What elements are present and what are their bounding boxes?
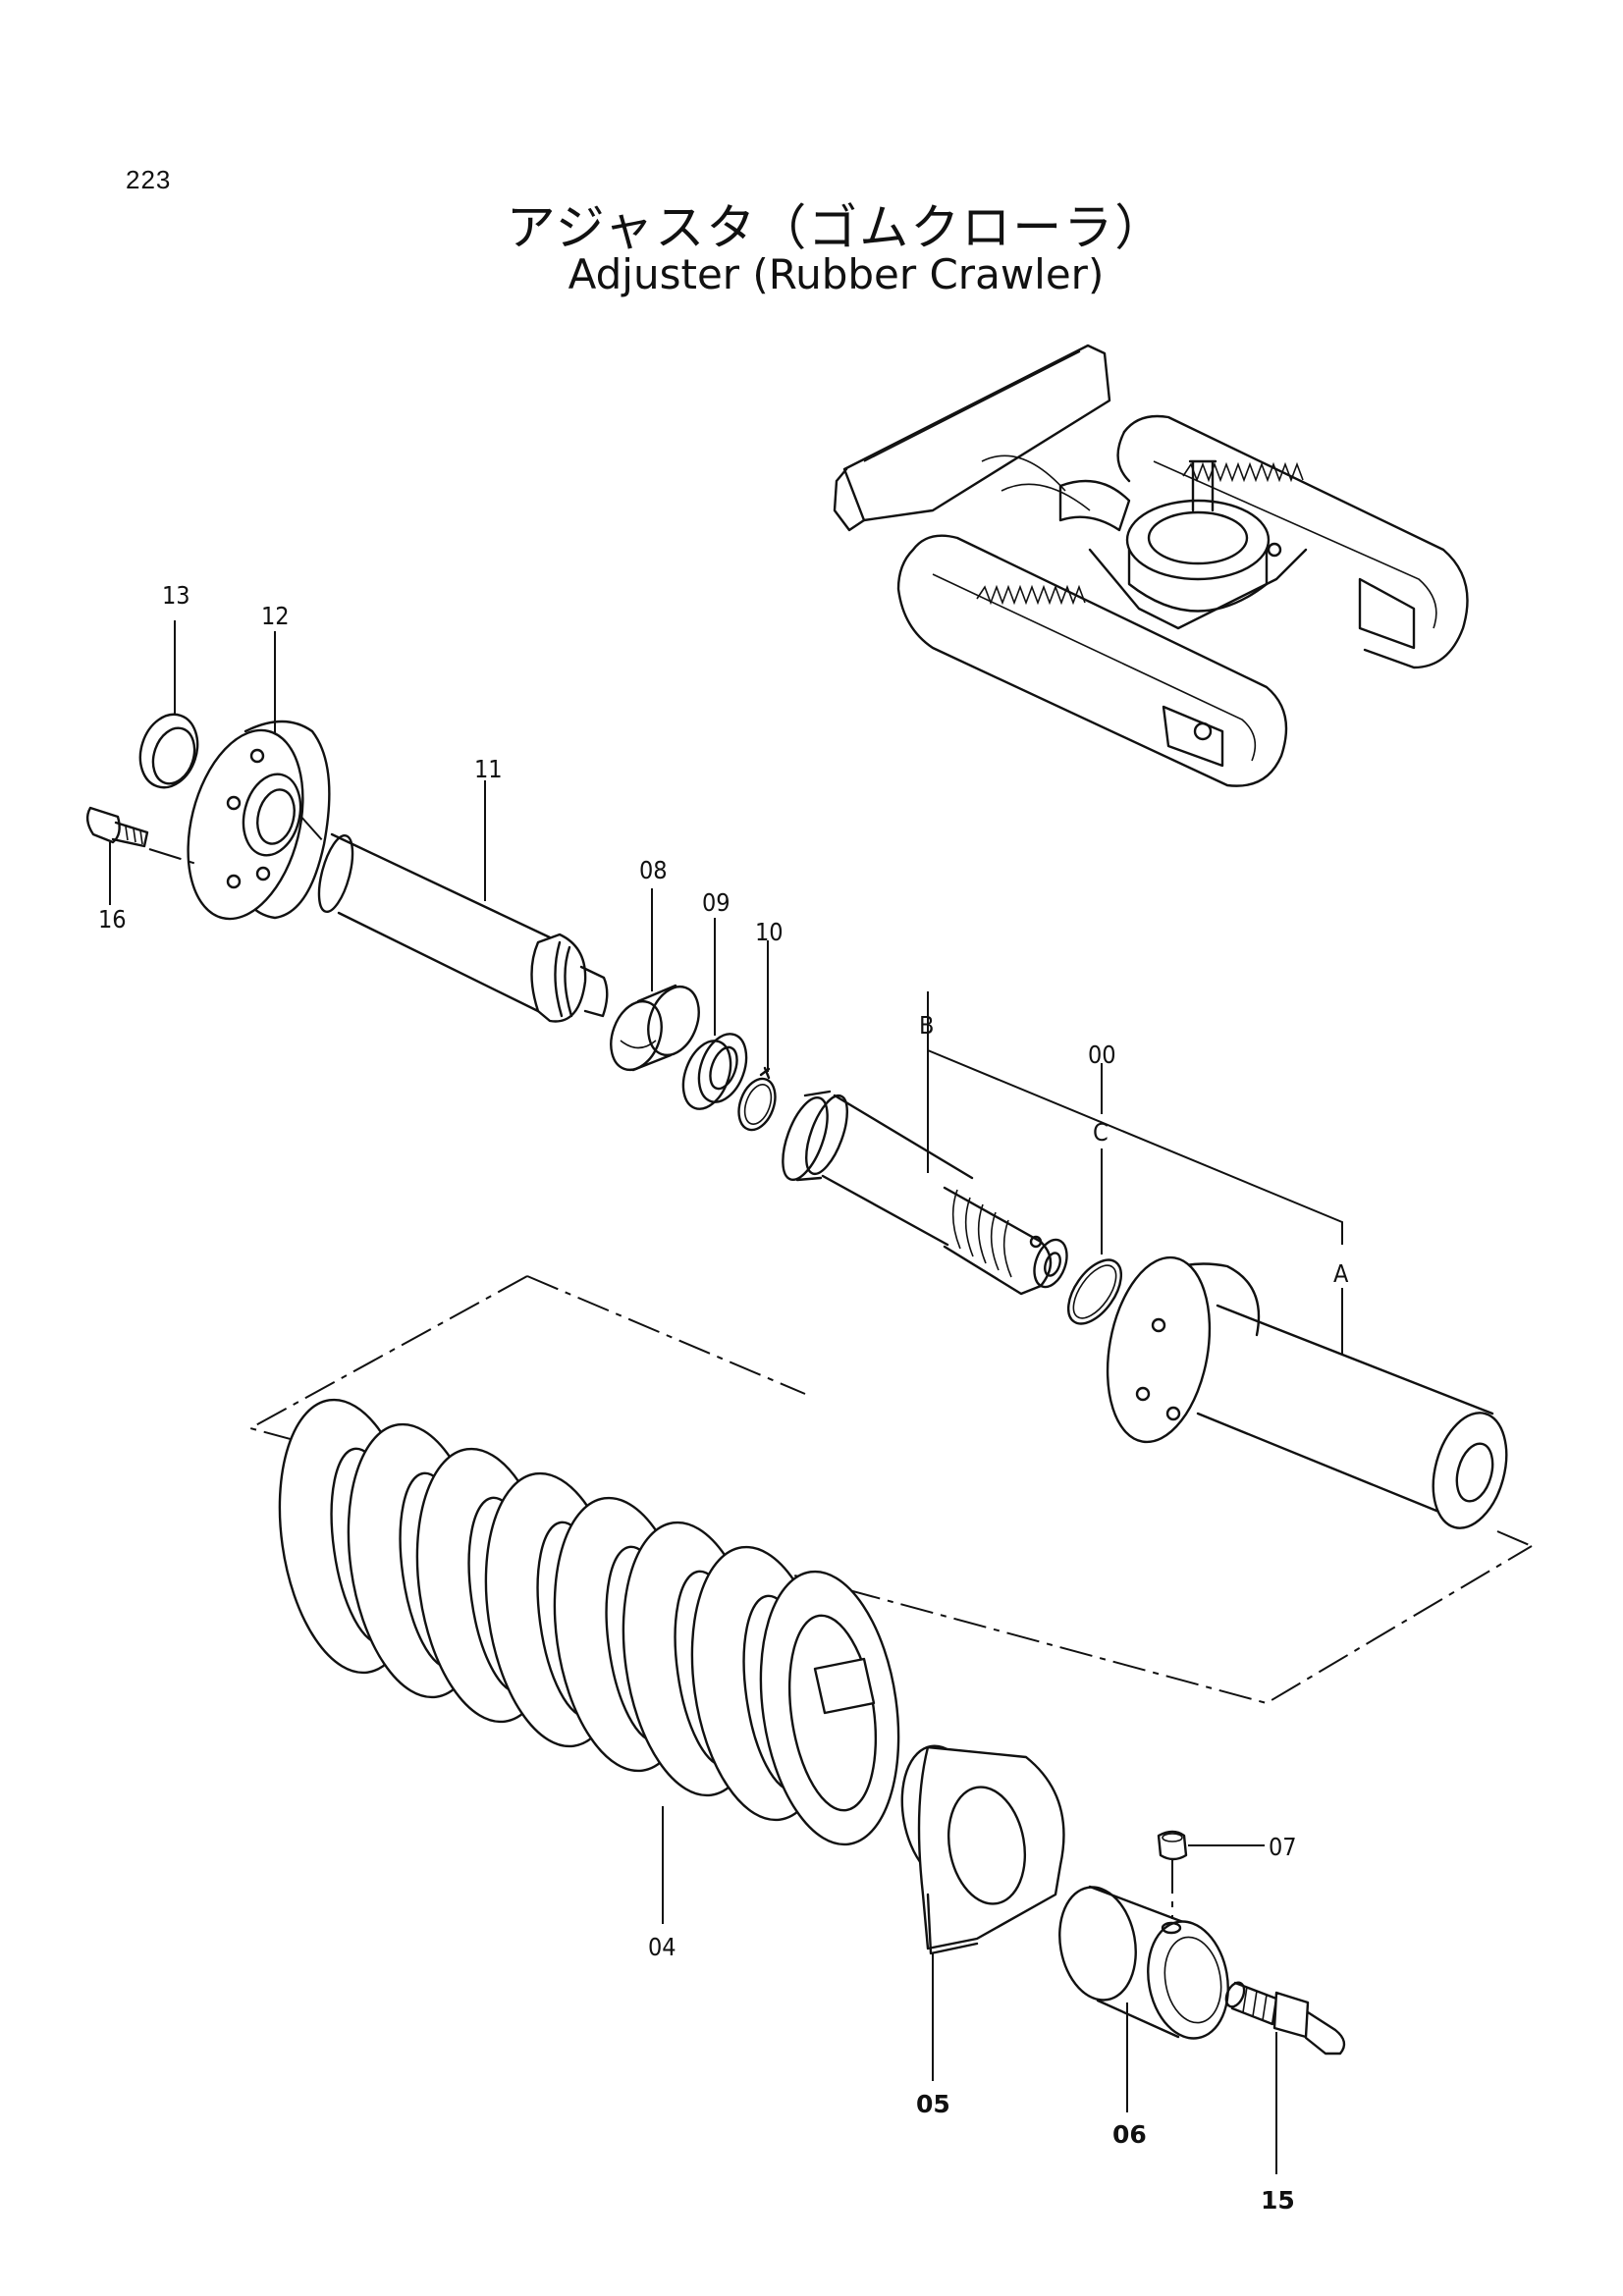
callout-labels: 13 12 16 11 08 09 10 B 00 C A 07 04 05 0… [98,581,1349,2215]
part-05-spring-seat [900,1744,1065,2081]
part-04-spring [278,1398,900,1924]
part-16-bolt [85,806,149,905]
callout-15: 15 [1261,2186,1295,2215]
callout-04: 04 [648,1933,676,1961]
callout-06: 06 [1112,2120,1147,2149]
callout-05: 05 [916,2090,950,2118]
callout-00: 00 [1088,1041,1116,1069]
callout-c: C [1093,1118,1109,1147]
part-b-piston-rod [782,1050,1068,1296]
diagram-title-english: Adjuster (Rubber Crawler) [568,250,1105,298]
callout-07: 07 [1269,1833,1297,1861]
part-13-seal [138,620,199,789]
part-10-snap-ring [737,940,777,1132]
callout-11: 11 [474,755,503,783]
part-15-grease-valve [1224,1981,1346,2174]
callout-12: 12 [261,602,290,630]
part-11-rod [317,780,609,1023]
diagram-title-japanese: アジャスタ（ゴムクローラ） [506,199,1166,256]
callout-09: 09 [702,888,730,917]
undercarriage-overview-illustration [833,344,1469,787]
part-c-o-ring [1066,1148,1123,1325]
part-08-bushing [610,888,700,1072]
callout-13: 13 [162,581,190,610]
part-07-plug [1157,1830,1265,1919]
callout-b: B [919,1011,934,1040]
callout-10: 10 [755,918,784,946]
part-09-bearing [681,918,748,1110]
part-a-cylinder [1106,1255,1508,1529]
page-number: 223 [126,165,172,194]
callout-16: 16 [98,905,127,934]
part-06-cylinder-body [1058,1885,1229,2112]
callout-a: A [1333,1259,1349,1288]
callout-08: 08 [639,856,668,884]
assembly-00-bracket [927,991,1343,1245]
part-12-flange [187,631,331,921]
